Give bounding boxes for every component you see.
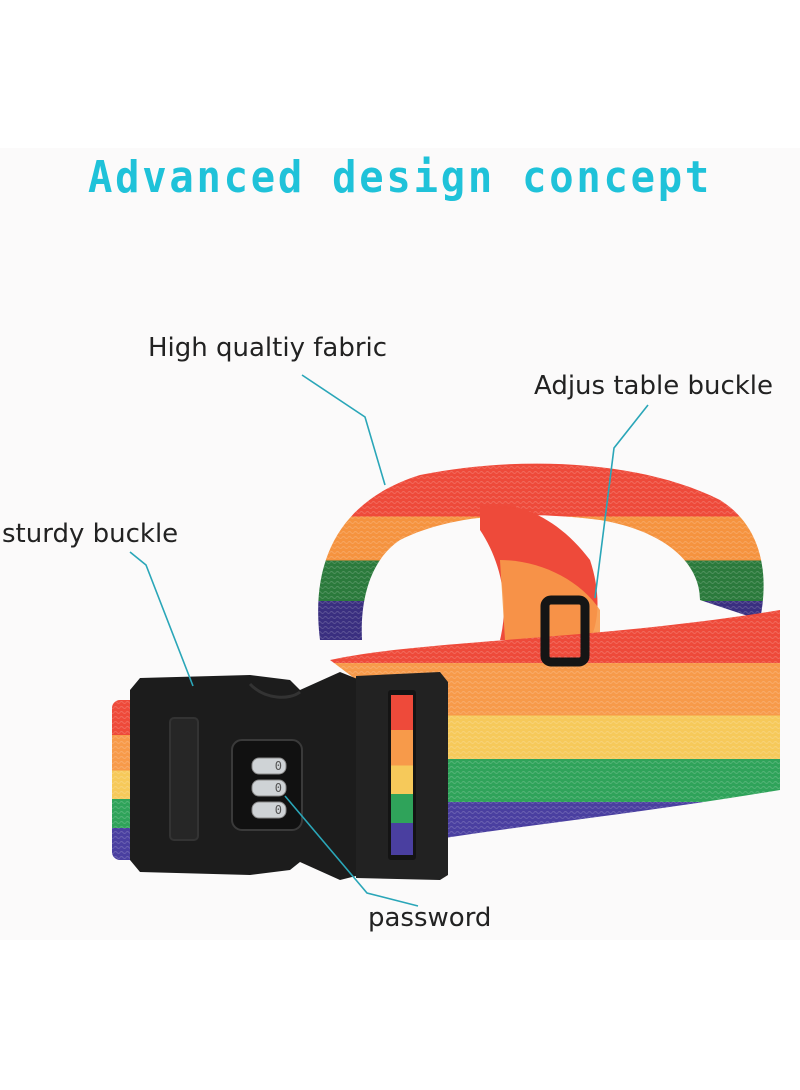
lock-digit-1[interactable]: 0 xyxy=(274,759,282,773)
lock-digit-display: 0 0 0 xyxy=(252,755,286,821)
leader-line-adjustable xyxy=(594,404,649,599)
lock-digit-3[interactable]: 0 xyxy=(274,803,282,817)
leader-lines xyxy=(129,374,649,907)
strap-back-loop xyxy=(318,463,764,640)
lock-dials xyxy=(251,757,287,819)
headline-title: Advanced design concept xyxy=(87,152,713,203)
combination-buckle xyxy=(130,672,448,880)
leader-line-password xyxy=(284,795,419,907)
callout-password-label: password xyxy=(368,903,492,933)
lock-digit-2[interactable]: 0 xyxy=(274,781,282,795)
adjustable-buckle xyxy=(540,595,590,667)
leader-line-sturdy xyxy=(129,551,194,687)
callout-sturdy-buckle-label: sturdy buckle xyxy=(2,519,179,549)
callout-adjustable-buckle-label: Adjus table buckle xyxy=(534,371,774,401)
leader-line-fabric xyxy=(301,374,386,486)
callout-fabric-label: High qualtiy fabric xyxy=(148,333,388,363)
